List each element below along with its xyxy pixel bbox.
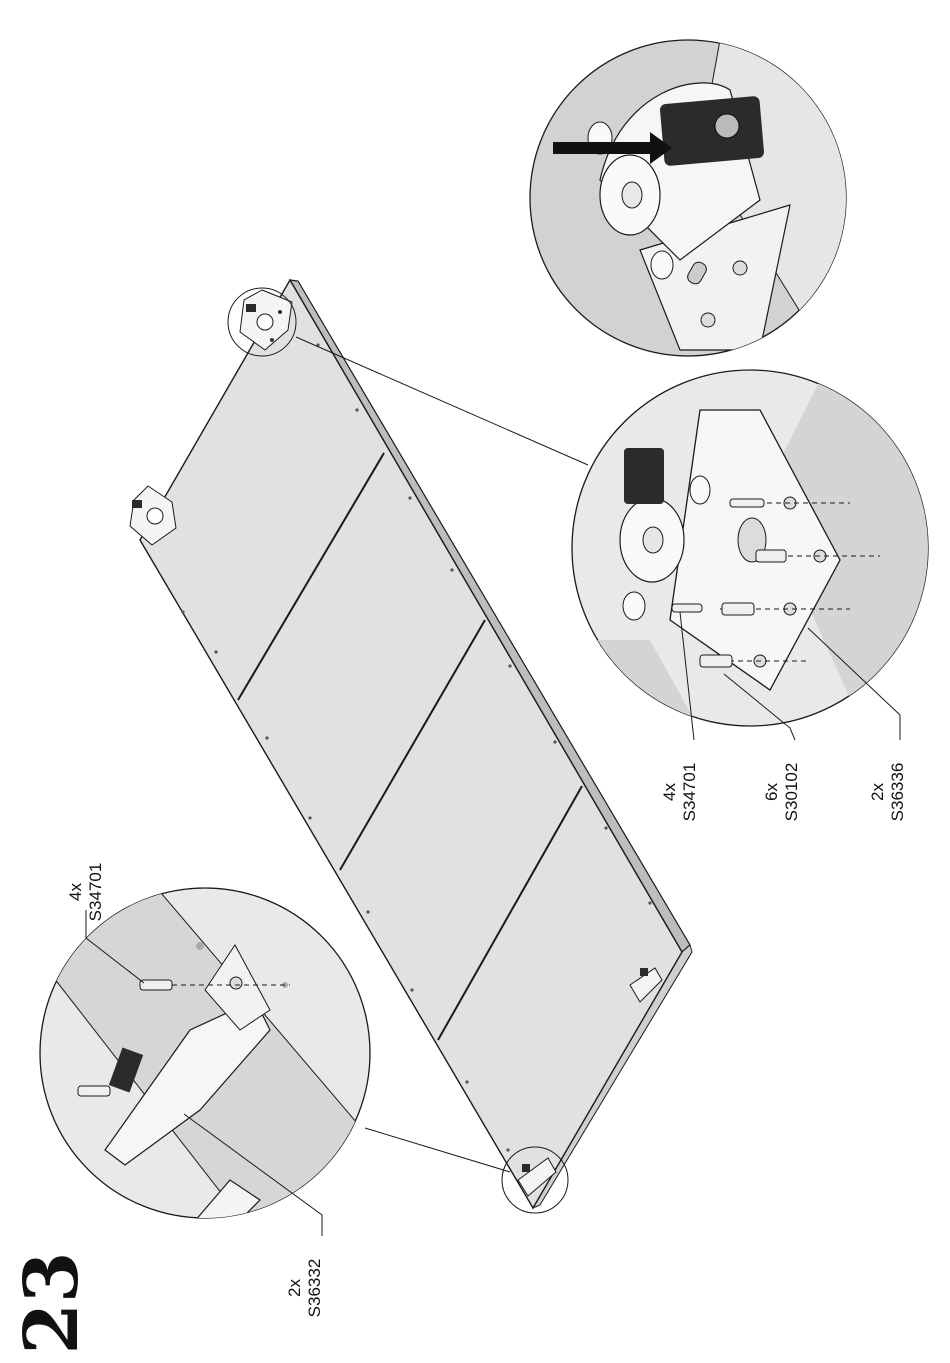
detail-circle-bracket-screws	[572, 370, 940, 730]
callout-right-2: 6x S30102	[762, 752, 806, 832]
callout-bottom-left: 2x S36332	[285, 1248, 329, 1328]
callout-part: S36332	[305, 1248, 325, 1328]
callout-top-left: 4x S34701	[66, 852, 110, 932]
callout-qty: 4x	[66, 852, 86, 932]
callout-right-1: 4x S34701	[660, 752, 704, 832]
detail-circle-end-bracket	[40, 880, 380, 1250]
callout-right-3: 2x S36336	[868, 752, 912, 832]
callout-qty: 6x	[762, 752, 782, 832]
detail-circle-hinge-clip	[530, 40, 850, 360]
callout-part: S34701	[680, 752, 700, 832]
callout-qty: 2x	[285, 1248, 305, 1328]
callout-part: S34701	[86, 852, 106, 932]
callout-qty: 4x	[660, 752, 680, 832]
callout-part: S30102	[782, 752, 802, 832]
callout-part: S36336	[888, 752, 908, 832]
step-number: 23	[17, 1243, 87, 1363]
callout-qty: 2x	[868, 752, 888, 832]
